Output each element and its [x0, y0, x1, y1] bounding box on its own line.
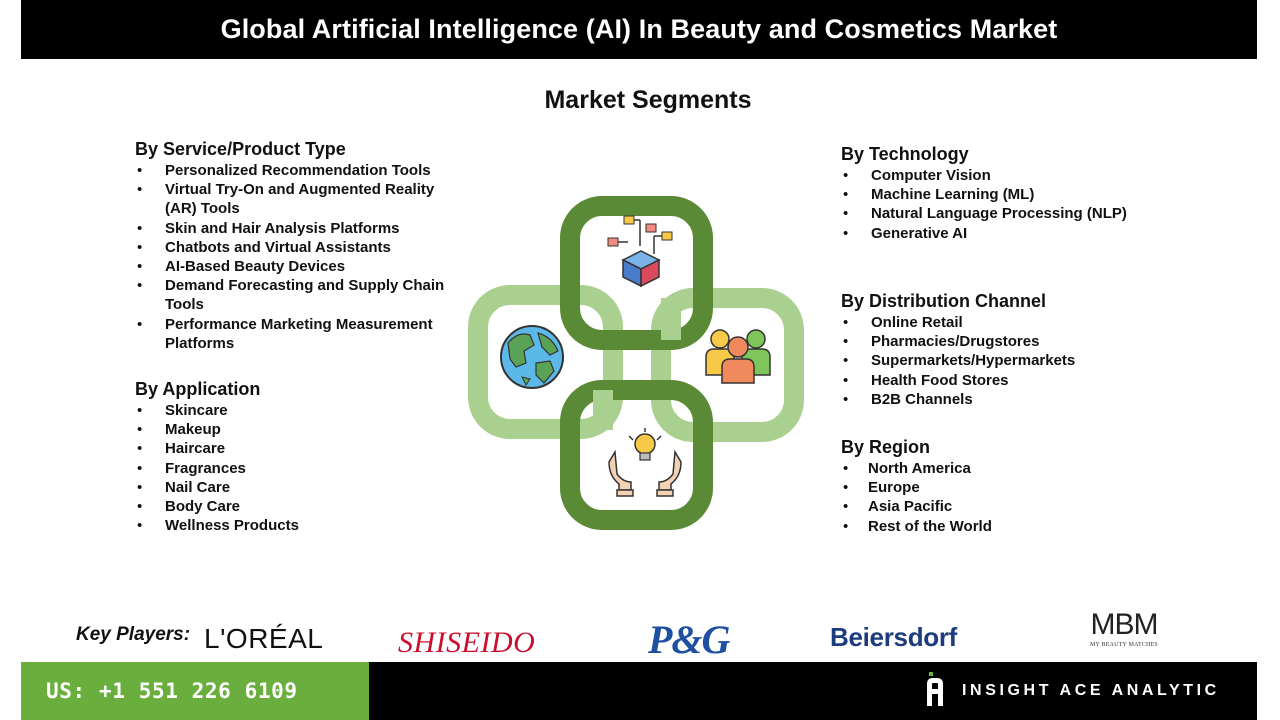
segment-heading: By Technology: [841, 144, 969, 164]
segment-list: Online Retail Pharmacies/Drugstores Supe…: [841, 313, 1201, 409]
list-item: Asia Pacific: [841, 497, 1201, 516]
pg-logo: P&G: [648, 617, 730, 662]
list-item: Computer Vision: [841, 166, 1201, 185]
list-item: Skin and Hair Analysis Platforms: [135, 219, 470, 238]
key-players-label: Key Players:: [76, 624, 191, 645]
title-banner: Global Artificial Intelligence (AI) In B…: [21, 0, 1257, 59]
list-item: Pharmacies/Drugstores: [841, 332, 1201, 351]
page-title: Global Artificial Intelligence (AI) In B…: [220, 14, 1058, 44]
beiersdorf-logo: Beiersdorf: [830, 622, 958, 652]
list-item: Fragrances: [135, 459, 435, 478]
list-item: Haircare: [135, 439, 435, 458]
segment-region: By Region North America Europe Asia Paci…: [841, 436, 1201, 536]
footer-brand-panel: INSIGHT ACE ANALYTIC: [369, 662, 1257, 720]
segment-service-product-type: By Service/Product Type Personalized Rec…: [135, 138, 470, 353]
list-item: Performance Marketing MeasurementPlatfor…: [135, 315, 470, 353]
shiseido-logo: SHISEIDO: [398, 626, 536, 659]
tile-top: [560, 196, 713, 350]
list-item: Europe: [841, 478, 1201, 497]
brand-logo-icon: [927, 672, 943, 706]
list-item: Body Care: [135, 497, 435, 516]
list-item: Virtual Try-On and Augmented Reality(AR)…: [135, 180, 470, 218]
list-item: Supermarkets/Hypermarkets: [841, 351, 1201, 370]
segment-application: By Application Skincare Makeup Haircare …: [135, 378, 435, 536]
mbm-logo: MBM MY BEAUTY MATCHES: [1090, 608, 1158, 648]
brand-name: INSIGHT ACE ANALYTIC: [962, 682, 1220, 699]
segment-heading: By Application: [135, 379, 261, 399]
segment-list: Skincare Makeup Haircare Fragrances Nail…: [135, 401, 435, 536]
segment-list: North America Europe Asia Pacific Rest o…: [841, 459, 1201, 536]
list-item: Health Food Stores: [841, 371, 1201, 390]
segment-heading: By Distribution Channel: [841, 291, 1047, 311]
segments-graphic: [468, 196, 804, 530]
list-item: B2B Channels: [841, 390, 1201, 409]
globe-icon: [500, 325, 564, 389]
list-item: AI-Based Beauty Devices: [135, 257, 470, 276]
list-item: North America: [841, 459, 1201, 478]
list-item: Skincare: [135, 401, 435, 420]
tile-bottom: [560, 380, 713, 530]
segment-technology: By Technology Computer Vision Machine Le…: [841, 143, 1201, 243]
tile-left: [468, 285, 623, 439]
tile-right: [651, 288, 804, 442]
people-group-icon: [705, 329, 771, 384]
phone-number: US: +1 551 226 6109: [46, 679, 298, 703]
list-item: Rest of the World: [841, 517, 1201, 536]
footer-phone-panel: US: +1 551 226 6109: [21, 662, 369, 720]
segment-distribution-channel: By Distribution Channel Online Retail Ph…: [841, 290, 1201, 409]
list-item: Makeup: [135, 420, 435, 439]
list-item: Natural Language Processing (NLP): [841, 204, 1201, 223]
segment-heading: By Region: [841, 437, 931, 457]
list-item: Personalized Recommendation Tools: [135, 161, 470, 180]
list-item: Chatbots and Virtual Assistants: [135, 238, 470, 257]
loreal-logo: L'ORÉAL: [204, 623, 324, 654]
list-item: Machine Learning (ML): [841, 185, 1201, 204]
segment-heading: By Service/Product Type: [135, 139, 346, 159]
hands-lightbulb-icon: [608, 428, 682, 497]
cube-network-icon: [607, 215, 673, 288]
segments-heading: Market Segments: [544, 86, 752, 114]
segment-list: Personalized Recommendation Tools Virtua…: [135, 161, 470, 353]
segment-list: Computer Vision Machine Learning (ML) Na…: [841, 166, 1201, 243]
list-item: Online Retail: [841, 313, 1201, 332]
list-item: Wellness Products: [135, 516, 435, 535]
list-item: Nail Care: [135, 478, 435, 497]
list-item: Generative AI: [841, 224, 1201, 243]
